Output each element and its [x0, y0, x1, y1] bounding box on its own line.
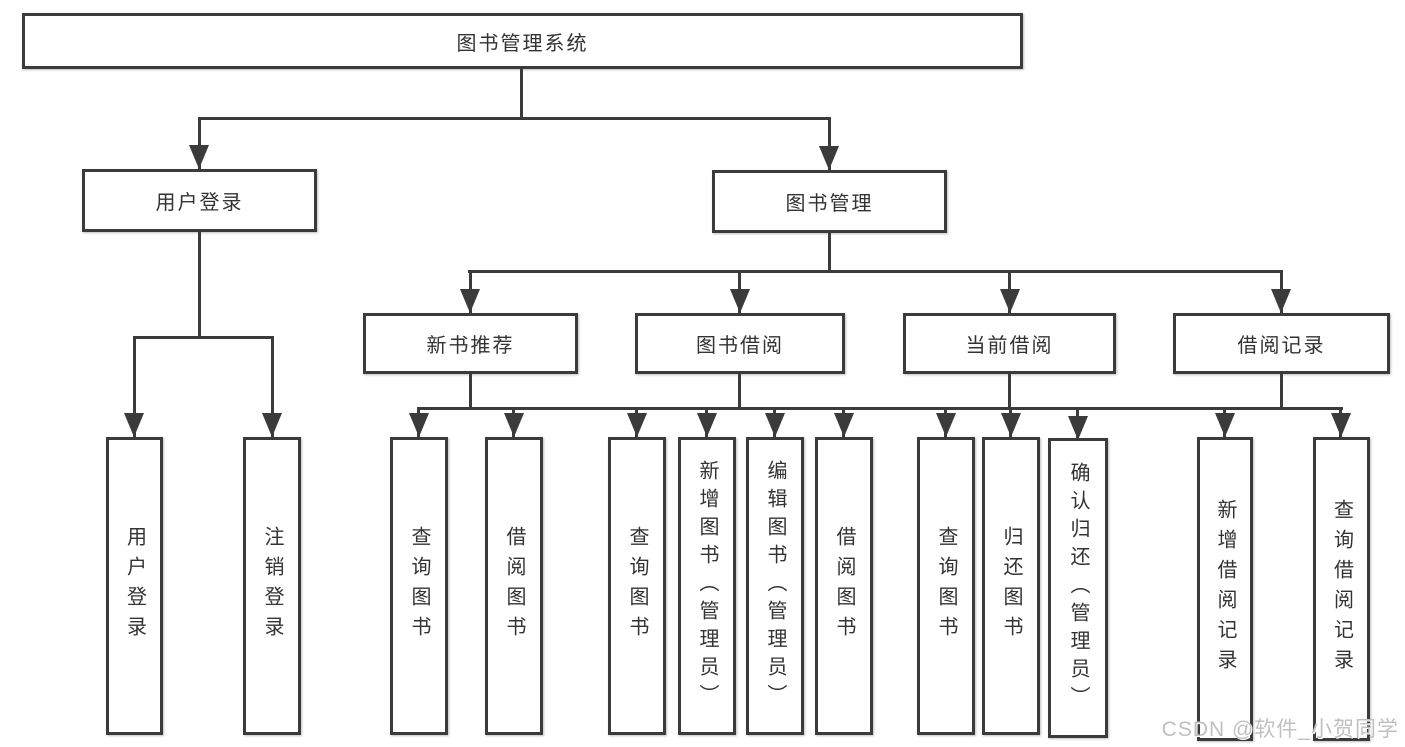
- connector-user-login-rail: [133, 336, 274, 339]
- leaf-cb-confirm-return-admin: 确认归还（管理员）: [1048, 438, 1108, 738]
- arrow-down-icon: [697, 413, 717, 437]
- node-book-borrowing: 图书借阅: [635, 313, 845, 374]
- connector-book-mgmt-stem: [828, 117, 831, 170]
- node-new-book-recommend-label: 新书推荐: [426, 335, 515, 357]
- arrow-down-icon: [262, 413, 282, 437]
- connector-leaf-rail: [417, 407, 1343, 410]
- connector-level2-rail: [198, 117, 831, 120]
- leaf-cb-confirm-return-admin-label: 确认归还（管理员）: [1067, 462, 1089, 714]
- leaf-bb-add-book-admin-label: 新增图书（管理员）: [696, 460, 718, 712]
- arrow-down-icon: [834, 413, 854, 437]
- arrow-down-icon: [936, 413, 956, 437]
- connector-br-down: [1280, 374, 1283, 407]
- node-borrowing-records: 借阅记录: [1173, 313, 1390, 374]
- arrow-down-icon: [189, 145, 209, 169]
- connector-book-mgmt-down: [828, 233, 831, 270]
- leaf-br-query-borrow-record: 查询借阅记录: [1313, 437, 1370, 741]
- node-book-borrowing-label: 图书借阅: [696, 335, 784, 357]
- leaf-br-query-borrow-record-label: 查询借阅记录: [1330, 499, 1353, 679]
- leaf-logout-login: 注销登录: [243, 437, 301, 735]
- arrow-down-icon: [819, 146, 839, 170]
- leaf-user-login: 用户登录: [106, 437, 163, 735]
- leaf-cb-return-books: 归还图书: [982, 437, 1040, 735]
- arrow-down-icon: [1331, 413, 1351, 437]
- connector-leaf-stem: [271, 336, 274, 437]
- node-user-login-label: 用户登录: [155, 192, 244, 214]
- leaf-nbr-borrow-books: 借阅图书: [485, 437, 543, 735]
- arrow-down-icon: [1215, 413, 1235, 437]
- arrow-down-icon: [765, 413, 785, 437]
- arrow-down-icon: [460, 289, 480, 313]
- leaf-nbr-query-books-label: 查询图书: [408, 526, 430, 646]
- leaf-nbr-borrow-books-label: 借阅图书: [503, 526, 525, 646]
- connector-nbr-down: [469, 374, 472, 407]
- leaf-cb-query-books: 查询图书: [917, 437, 975, 735]
- leaf-bb-query-books-label: 查询图书: [626, 526, 648, 646]
- leaf-user-login-label: 用户登录: [123, 526, 146, 646]
- leaf-bb-add-book-admin: 新增图书（管理员）: [678, 437, 736, 735]
- node-book-management-label: 图书管理: [785, 193, 874, 215]
- leaf-cb-return-books-label: 归还图书: [1000, 526, 1022, 646]
- arrow-down-icon: [1068, 416, 1088, 440]
- node-root-label: 图书管理系统: [456, 32, 589, 55]
- leaf-bb-borrow-books: 借阅图书: [815, 437, 873, 735]
- leaf-br-add-borrow-record: 新增借阅记录: [1197, 437, 1253, 741]
- connector-leaf-stem: [133, 336, 136, 437]
- arrow-down-icon: [1271, 289, 1291, 313]
- node-root: 图书管理系统: [22, 13, 1023, 69]
- leaf-bb-borrow-books-label: 借阅图书: [833, 526, 855, 646]
- arrow-down-icon: [409, 413, 429, 437]
- leaf-logout-login-label: 注销登录: [261, 526, 283, 646]
- watermark-text: CSDN @软件_小贺同学: [1161, 718, 1399, 741]
- leaf-br-add-borrow-record-label: 新增借阅记录: [1214, 499, 1236, 679]
- arrow-down-icon: [1000, 289, 1020, 313]
- leaf-bb-edit-book-admin-label: 编辑图书（管理员）: [764, 460, 786, 712]
- node-new-book-recommend: 新书推荐: [363, 313, 578, 374]
- connector-user-login-down: [198, 232, 201, 336]
- node-current-borrowing: 当前借阅: [903, 313, 1116, 374]
- arrow-down-icon: [1001, 413, 1021, 437]
- connector-user-login-stem: [198, 117, 201, 169]
- arrow-down-icon: [124, 413, 144, 437]
- node-current-borrowing-label: 当前借阅: [965, 335, 1054, 357]
- node-book-management: 图书管理: [712, 170, 947, 233]
- node-user-login: 用户登录: [82, 169, 317, 232]
- arrow-down-icon: [504, 413, 524, 437]
- leaf-nbr-query-books: 查询图书: [390, 437, 448, 735]
- arrow-down-icon: [730, 289, 750, 313]
- connector-level3-rail: [468, 270, 1283, 273]
- arrow-down-icon: [627, 413, 647, 437]
- connector-cb-down: [1008, 374, 1011, 407]
- node-borrowing-records-label: 借阅记录: [1237, 335, 1326, 357]
- connector-bb-down: [738, 374, 741, 407]
- leaf-bb-query-books: 查询图书: [608, 437, 666, 735]
- leaf-cb-query-books-label: 查询图书: [935, 526, 957, 646]
- leaf-bb-edit-book-admin: 编辑图书（管理员）: [746, 437, 804, 735]
- connector-root-stem: [520, 69, 523, 117]
